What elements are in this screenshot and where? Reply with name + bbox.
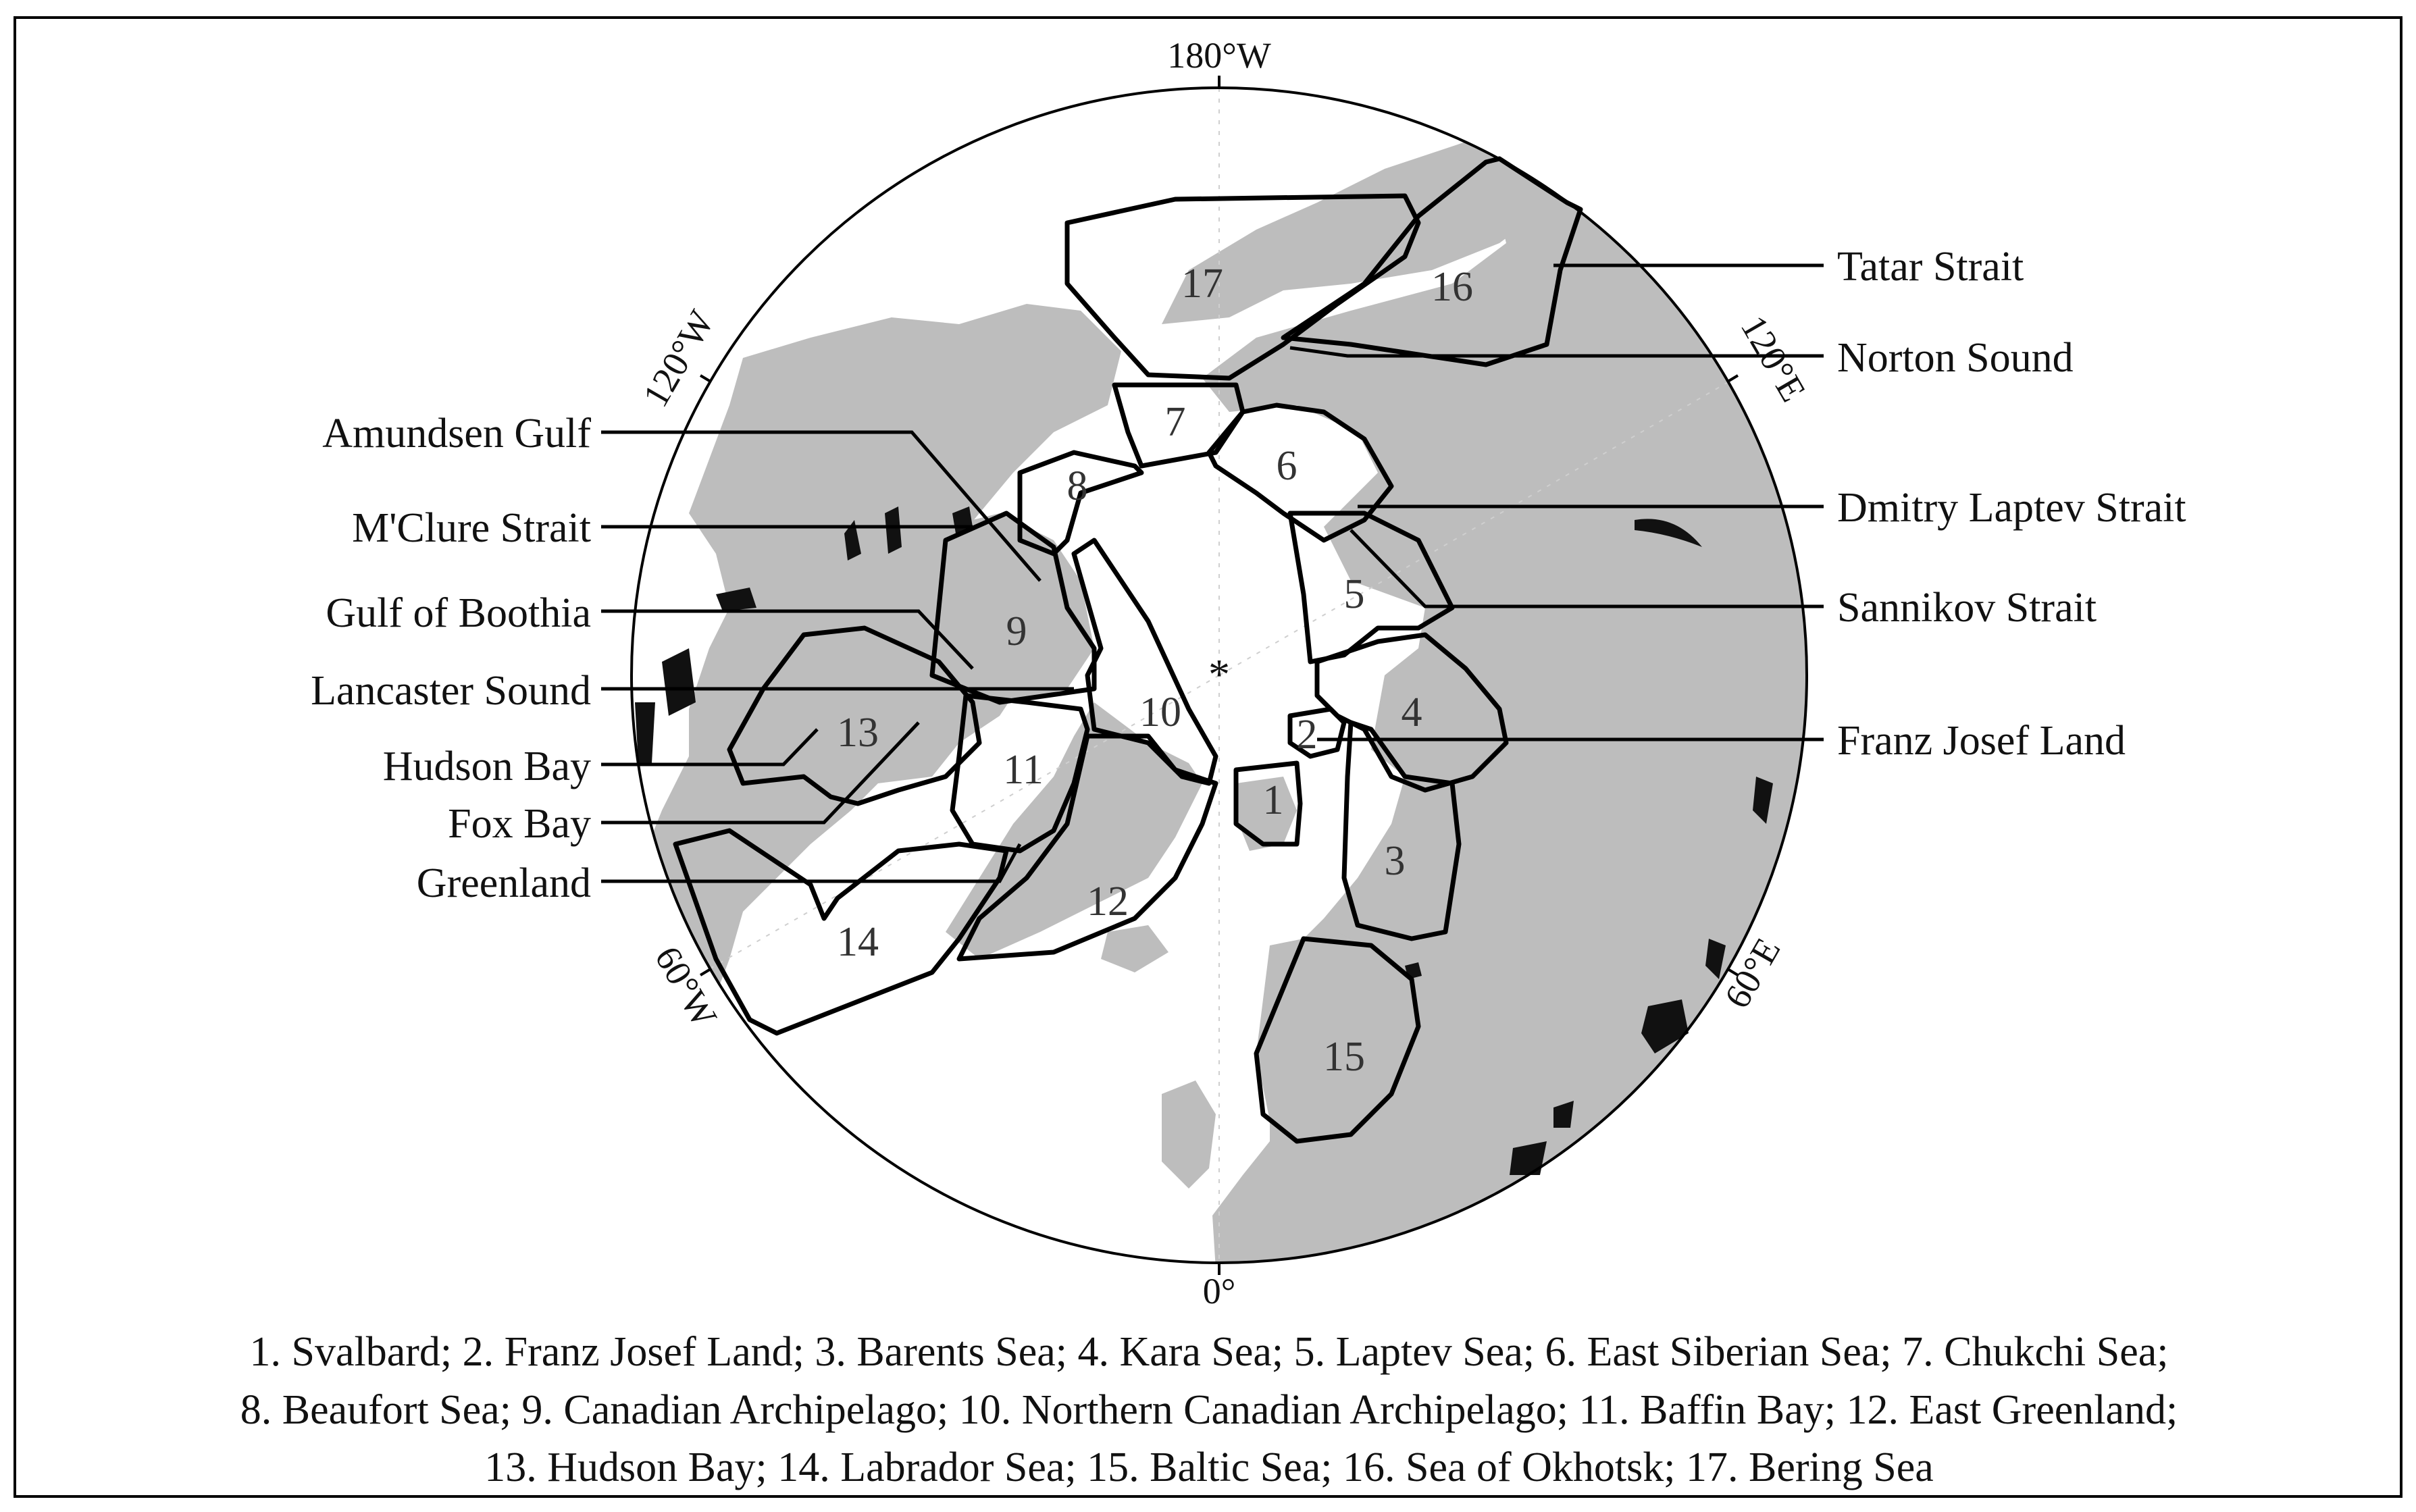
feature-island — [1510, 1141, 1547, 1175]
region-outline-15 — [1254, 936, 1421, 1144]
landmasses — [635, 135, 1807, 1263]
region-outline-14 — [673, 828, 1009, 1036]
polar-globe — [630, 86, 1808, 1264]
longitude-label-120e: 120°E — [1733, 309, 1814, 408]
land-north-america — [635, 304, 1121, 1013]
label-hudson-bay: Hudson Bay — [383, 744, 591, 789]
region-number-6: 6 — [1277, 443, 1297, 489]
dark-features — [635, 506, 1773, 1175]
region-outline-16 — [1281, 156, 1583, 367]
label-norton-sound: Norton Sound — [1837, 335, 2074, 381]
region-numbers: 17 16 7 6 8 5 9 10 4 2 1 13 11 3 12 14 1… — [837, 261, 1473, 1080]
region-number-5: 5 — [1344, 571, 1365, 617]
feature-island — [662, 648, 696, 716]
region-outline-9 — [929, 511, 1097, 705]
feature-island — [1705, 939, 1726, 979]
region-number-15: 15 — [1323, 1034, 1365, 1080]
region-outline-2 — [1287, 706, 1347, 759]
leader-norton-sound — [1289, 346, 1824, 358]
region-number-1: 1 — [1263, 777, 1284, 823]
region-number-11: 11 — [1003, 747, 1044, 793]
region-outline-17 — [1064, 193, 1421, 381]
label-sannikov-strait: Sannikov Strait — [1837, 585, 2097, 631]
land-scandinavia — [1256, 932, 1405, 1148]
feature-island — [1641, 999, 1689, 1053]
region-outline-6 — [1206, 402, 1394, 543]
label-tatar-strait: Tatar Strait — [1837, 244, 2024, 290]
region-number-13: 13 — [837, 710, 879, 756]
label-lancaster-sound: Lancaster Sound — [311, 668, 591, 714]
region-outline-7 — [1112, 382, 1245, 469]
north-pole-marker: * — [1208, 650, 1230, 698]
region-outline-12 — [956, 733, 1218, 962]
right-place-labels: Tatar Strait Norton Sound Dmitry Laptev … — [1837, 244, 2186, 764]
label-greenland: Greenland — [417, 860, 591, 906]
feature-island — [885, 506, 902, 554]
leader-fox-bay — [601, 721, 920, 825]
region-outline-5 — [1287, 511, 1455, 664]
longitude-label-top: 180°W — [1167, 35, 1271, 76]
feature-island — [635, 702, 655, 763]
label-fox-bay: Fox Bay — [448, 801, 591, 847]
region-number-17: 17 — [1181, 261, 1223, 307]
land-chukotka — [1162, 135, 1587, 324]
leader-lines — [601, 263, 1824, 883]
leader-hudson-bay — [601, 728, 819, 766]
longitude-label-bottom: 0° — [1203, 1271, 1236, 1311]
longitude-ticks — [699, 76, 1739, 1275]
leader-greenland — [601, 843, 1022, 883]
region-number-16: 16 — [1431, 264, 1473, 310]
region-outline-1 — [1233, 760, 1303, 847]
region-number-10: 10 — [1139, 689, 1181, 735]
label-dmitry-laptev-strait: Dmitry Laptev Strait — [1837, 485, 2186, 531]
region-number-3: 3 — [1385, 838, 1406, 884]
feature-lake — [1635, 519, 1702, 547]
region-outline-10 — [1071, 538, 1218, 786]
caption-line-1: 1. Svalbard; 2. Franz Josef Land; 3. Bar… — [250, 1329, 2169, 1375]
region-number-12: 12 — [1087, 879, 1129, 924]
figure-caption: 1. Svalbard; 2. Franz Josef Land; 3. Bar… — [240, 1329, 2178, 1490]
leader-gulf-of-boothia — [601, 609, 974, 670]
region-outline-8 — [1017, 450, 1144, 556]
label-gulf-of-boothia: Gulf of Boothia — [326, 590, 591, 636]
land-british-isles — [1162, 1080, 1216, 1189]
feature-island — [844, 520, 861, 561]
region-number-14: 14 — [837, 919, 879, 965]
figure-frame — [14, 16, 2402, 1498]
graticule — [709, 88, 1730, 1263]
label-franz-josef-land: Franz Josef Land — [1837, 718, 2126, 764]
region-number-9: 9 — [1006, 608, 1027, 654]
label-amundsen-gulf: Amundsen Gulf — [322, 411, 591, 457]
feature-island — [716, 588, 756, 611]
region-outlines — [673, 156, 1583, 1144]
land-iceland — [1101, 925, 1168, 972]
region-number-4: 4 — [1402, 689, 1422, 735]
leader-amundsen-gulf — [601, 430, 1042, 582]
caption-line-2: 8. Beaufort Sea; 9. Canadian Archipelago… — [240, 1387, 2178, 1433]
region-outline-3 — [1341, 720, 1462, 941]
label-mclure-strait: M'Clure Strait — [352, 505, 591, 551]
feature-island — [1553, 1101, 1574, 1128]
region-number-2: 2 — [1297, 712, 1318, 758]
region-outline-11 — [950, 693, 1090, 854]
left-place-labels: Amundsen Gulf M'Clure Strait Gulf of Boo… — [311, 411, 591, 906]
region-number-7: 7 — [1165, 399, 1186, 445]
region-number-8: 8 — [1067, 463, 1088, 509]
caption-line-3: 13. Hudson Bay; 14. Labrador Sea; 15. Ba… — [484, 1444, 1934, 1490]
region-outline-13 — [727, 625, 982, 806]
feature-island — [1753, 777, 1773, 824]
leader-sannikov-strait — [1350, 529, 1824, 608]
